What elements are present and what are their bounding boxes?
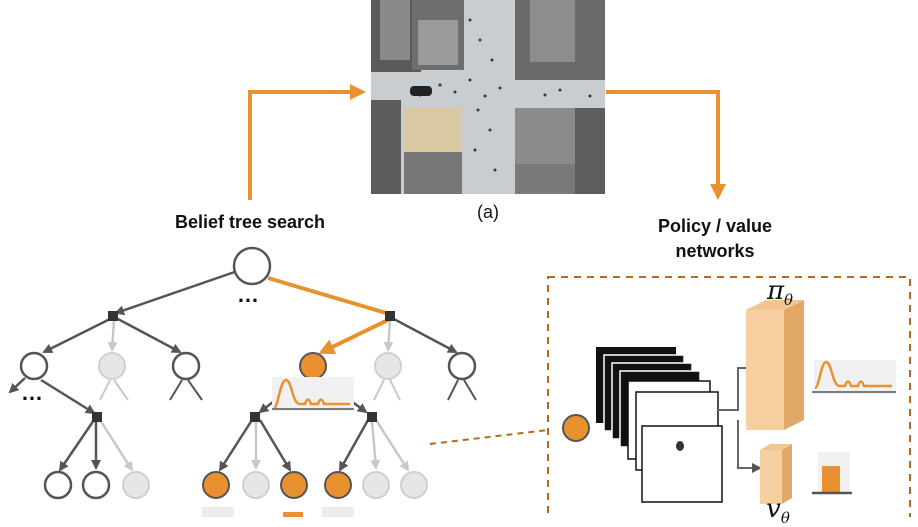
networks-title-line2: networks bbox=[675, 241, 755, 261]
tree-ellipsis-top: … bbox=[237, 282, 259, 307]
observation-node-unexplored bbox=[374, 352, 402, 380]
leaf-node-unexplored bbox=[122, 471, 150, 499]
belief-tree bbox=[8, 246, 477, 517]
policy-network-block bbox=[746, 300, 804, 430]
leaf-node-unexplored bbox=[362, 471, 390, 499]
observation-node bbox=[447, 351, 477, 381]
leaf-node-unexplored bbox=[242, 471, 270, 499]
leaf-node-orange bbox=[280, 471, 308, 499]
value-label: vθ bbox=[766, 494, 790, 527]
network-box bbox=[547, 276, 911, 517]
network-diagram bbox=[562, 300, 896, 504]
leaf-node-orange bbox=[324, 471, 352, 499]
leaf-node-unexplored bbox=[400, 471, 428, 499]
action-node bbox=[108, 311, 118, 321]
root-node bbox=[232, 246, 272, 286]
observation-node bbox=[19, 351, 49, 381]
observation-node bbox=[171, 351, 201, 381]
networks-title-line1: Policy / value bbox=[657, 216, 773, 236]
value-output-bar bbox=[812, 452, 852, 495]
input-frame-stack bbox=[596, 347, 723, 503]
leaf-node bbox=[81, 470, 111, 500]
arrow-to-networks bbox=[606, 90, 726, 200]
policy-distribution-mini bbox=[272, 377, 354, 411]
figure-caption: (a) bbox=[477, 202, 499, 222]
observation-node-selected bbox=[299, 352, 327, 380]
observation-node-unexplored bbox=[98, 352, 126, 380]
arrow-to-image bbox=[248, 84, 366, 200]
action-node bbox=[385, 311, 395, 321]
aerial-scene-image bbox=[371, 0, 605, 194]
leaf-node-orange bbox=[202, 471, 230, 499]
policy-label: πθ bbox=[766, 276, 794, 310]
leaf-node bbox=[43, 470, 73, 500]
action-node bbox=[92, 412, 102, 422]
tree-ellipsis-left: … bbox=[21, 380, 43, 405]
action-node bbox=[250, 412, 260, 422]
belief-tree-search-title: Belief tree search bbox=[174, 212, 326, 232]
input-node bbox=[562, 414, 590, 442]
action-node bbox=[367, 412, 377, 422]
policy-output-distribution bbox=[812, 360, 896, 394]
value-network-block bbox=[760, 444, 792, 504]
